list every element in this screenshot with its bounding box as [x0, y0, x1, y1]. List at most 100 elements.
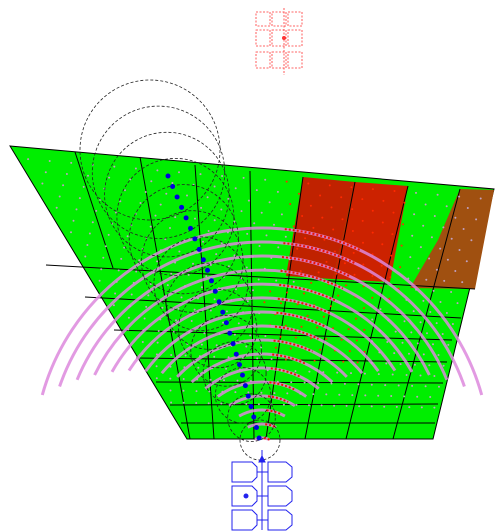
- gray-dot: [215, 344, 218, 347]
- gray-dot: [195, 402, 198, 404]
- red-dot: [263, 301, 266, 304]
- pink-arc: [216, 380, 308, 398]
- gray-dot: [225, 310, 228, 313]
- gray-dot: [350, 372, 352, 375]
- gray-dot: [430, 236, 433, 239]
- gray-dot: [138, 259, 141, 262]
- red-dot: [329, 305, 332, 308]
- gray-dot: [258, 245, 261, 247]
- gray-dot: [461, 281, 464, 284]
- gray-dot: [450, 237, 453, 240]
- red-dot: [323, 238, 326, 241]
- gray-dot: [333, 404, 336, 407]
- red-dot: [363, 328, 366, 331]
- gray-dot: [442, 364, 445, 367]
- beam-arcs: [40, 226, 484, 441]
- gray-dot: [240, 210, 243, 213]
- gray-dot: [386, 341, 389, 343]
- red-dot: [371, 275, 374, 277]
- gray-dot: [156, 341, 159, 344]
- gray-dot: [222, 321, 225, 324]
- gray-dot: [178, 250, 181, 253]
- gray-dot: [178, 171, 180, 174]
- gray-dot: [264, 178, 267, 181]
- gray-dot: [441, 333, 444, 335]
- red-dot: [403, 201, 406, 204]
- red-dot: [309, 204, 312, 207]
- gray-dot: [199, 173, 202, 176]
- red-dot: [342, 360, 345, 363]
- gray-dot: [247, 199, 250, 202]
- gray-dot: [280, 213, 283, 216]
- gray-dot: [223, 379, 225, 382]
- gray-dot: [391, 373, 394, 376]
- red-dot: [325, 260, 328, 263]
- gray-dot: [166, 284, 169, 287]
- gray-dot: [209, 264, 212, 266]
- red-dot: [351, 230, 354, 232]
- gray-dot: [98, 279, 101, 282]
- gray-dot: [277, 246, 280, 249]
- gray-dot: [200, 343, 203, 346]
- blue-dot: [216, 299, 222, 305]
- gray-dot: [470, 239, 473, 242]
- gray-dot: [190, 320, 193, 322]
- gray-dot: [155, 365, 158, 368]
- red-dot: [350, 186, 353, 189]
- red-dot: [348, 350, 351, 353]
- gray-dot: [147, 294, 150, 297]
- gray-dot: [276, 190, 279, 193]
- gray-dot: [419, 246, 422, 249]
- gray-dot: [411, 234, 414, 237]
- red-arc: [274, 325, 319, 340]
- gray-dot: [424, 203, 427, 206]
- gray-dot: [194, 217, 196, 220]
- red-dot: [330, 206, 333, 209]
- red-dot: [343, 262, 346, 265]
- red-dot: [332, 228, 335, 231]
- gray-dot: [415, 191, 417, 194]
- dashed-circle: [153, 236, 249, 332]
- gray-dot: [115, 211, 117, 214]
- gray-dot: [58, 195, 61, 198]
- gray-dot: [123, 246, 126, 249]
- gray-dot: [234, 391, 237, 394]
- gray-dot: [343, 382, 346, 385]
- gray-dot: [408, 406, 411, 409]
- gray-dot: [439, 247, 442, 250]
- gray-dot: [265, 234, 268, 237]
- gray-dot: [161, 306, 164, 309]
- gray-dot: [308, 370, 311, 373]
- gray-dot: [437, 354, 440, 356]
- gray-dot: [408, 352, 410, 355]
- red-dot: [296, 303, 299, 306]
- gray-dot: [193, 308, 196, 311]
- blue-dot: [248, 404, 254, 410]
- red-dot: [306, 314, 309, 317]
- blue-dot: [209, 278, 214, 284]
- gray-dot: [422, 299, 425, 302]
- blue-dot: [223, 320, 229, 326]
- gray-dot: [454, 270, 457, 272]
- red-dot: [333, 250, 336, 253]
- gray-dot: [170, 272, 173, 275]
- gray-dot: [72, 219, 75, 222]
- gray-dot: [377, 373, 380, 376]
- gray-dot: [294, 370, 297, 373]
- blue-dot: [227, 330, 233, 336]
- pink-arc: [127, 296, 397, 372]
- blue-dot: [179, 204, 185, 210]
- gray-dot: [393, 352, 396, 355]
- red-dot: [325, 338, 328, 340]
- gray-dot: [424, 385, 427, 388]
- red-dot: [340, 196, 343, 199]
- gray-dot: [170, 354, 173, 356]
- red-dot: [316, 326, 319, 329]
- blue-dot: [188, 225, 193, 231]
- gray-dot: [62, 184, 65, 187]
- blue-beam-path: [165, 173, 262, 441]
- pink-arc: [160, 324, 364, 375]
- gray-dot: [233, 254, 236, 257]
- red-dot: [298, 192, 300, 195]
